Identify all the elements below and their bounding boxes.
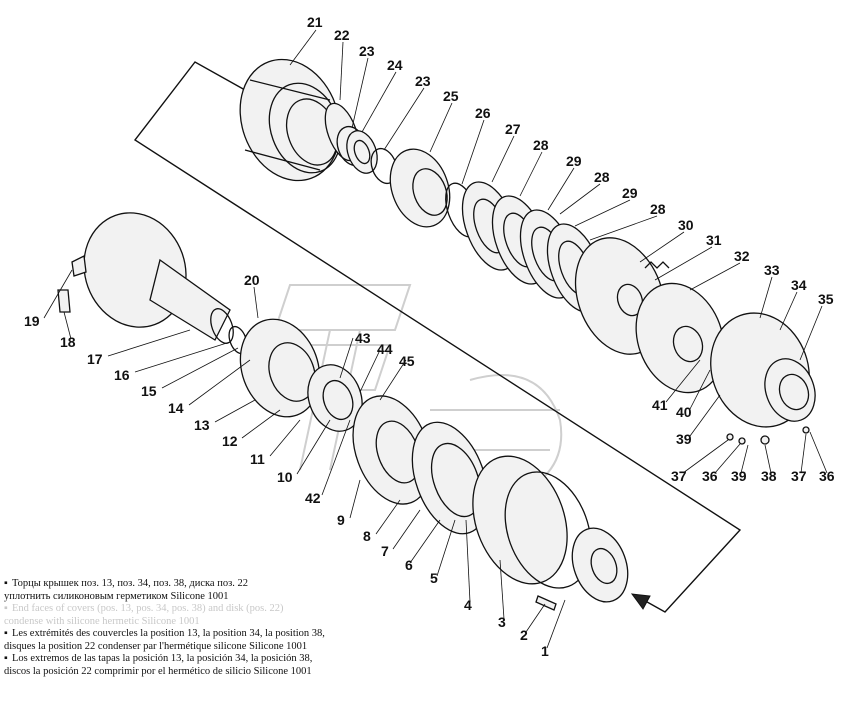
callout-28-b: 28 [594, 169, 610, 185]
callout-19: 19 [24, 313, 40, 329]
part-17-flange-shaft [83, 212, 234, 344]
callout-14: 14 [168, 400, 184, 416]
callout-36-b: 36 [819, 468, 835, 484]
part-6-ring-gear [411, 421, 489, 535]
callout-28-c: 28 [650, 201, 666, 217]
bullet-icon: ▪ [4, 653, 8, 664]
callout-29-b: 29 [622, 185, 638, 201]
note-russian: ▪ Торцы крышек поз. 13, поз. 34, поз. 38,… [4, 578, 424, 603]
callout-6: 6 [405, 557, 413, 573]
callout-29: 29 [566, 153, 582, 169]
part-25-hub [389, 148, 451, 228]
note-line: disques la position 22 condenser par l'h… [4, 640, 308, 652]
callout-22: 22 [334, 27, 350, 43]
callout-18: 18 [60, 334, 76, 350]
callout-26: 26 [475, 105, 491, 121]
callout-8: 8 [363, 528, 371, 544]
callout-40: 40 [676, 404, 692, 420]
part-24-lock-washer [346, 130, 378, 174]
callout-45: 45 [399, 353, 415, 369]
callout-24: 24 [387, 57, 403, 73]
part-10-bearing [307, 364, 363, 432]
callout-23: 23 [359, 43, 375, 59]
callout-4: 4 [464, 597, 472, 613]
callout-20: 20 [244, 272, 260, 288]
part-2-pin [535, 595, 557, 611]
callout-labels: 21 22 23 24 23 25 26 27 28 29 28 29 28 3… [24, 14, 835, 659]
callout-7: 7 [381, 543, 389, 559]
callout-44: 44 [377, 341, 393, 357]
part-1-bearing [571, 527, 629, 603]
bullet-icon: ▪ [4, 578, 8, 589]
callout-3: 3 [498, 614, 506, 630]
callout-17: 17 [87, 351, 103, 367]
callout-28: 28 [533, 137, 549, 153]
callout-35: 35 [818, 291, 834, 307]
callout-42: 42 [305, 490, 321, 506]
callout-25: 25 [443, 88, 459, 104]
leader-lines [43, 29, 828, 649]
callout-39: 39 [676, 431, 692, 447]
callout-10: 10 [277, 469, 293, 485]
callout-31: 31 [706, 232, 722, 248]
callout-21: 21 [307, 14, 323, 30]
callout-16: 16 [114, 367, 130, 383]
note-line: condense with silicone hermetic Silicone… [4, 615, 200, 627]
note-french: ▪ Les extrémités des couvercles la positi… [4, 628, 424, 653]
callout-36: 36 [702, 468, 718, 484]
assembly-flow-arrow [133, 61, 742, 613]
callout-38: 38 [761, 468, 777, 484]
bullet-icon: ▪ [4, 603, 8, 614]
note-line: Торцы крышек поз. 13, поз. 34, поз. 38, … [12, 578, 248, 589]
callout-41: 41 [652, 397, 668, 413]
callout-43: 43 [355, 330, 371, 346]
part-35-cap [764, 358, 816, 422]
note-spanish: ▪ Los extremos de las tapas la posición 1… [4, 653, 424, 678]
sealing-notes: ▪ Торцы крышек поз. 13, поз. 34, поз. 38,… [4, 578, 424, 678]
callout-34: 34 [791, 277, 807, 293]
callout-11: 11 [250, 451, 265, 467]
callout-39-b: 39 [731, 468, 747, 484]
callout-9: 9 [337, 512, 345, 528]
callout-27: 27 [505, 121, 521, 137]
callout-1: 1 [541, 643, 549, 659]
callout-30: 30 [678, 217, 694, 233]
callout-23-b: 23 [415, 73, 431, 89]
bullet-icon: ▪ [4, 628, 8, 639]
callout-13: 13 [194, 417, 210, 433]
callout-37-b: 37 [791, 468, 807, 484]
callout-33: 33 [764, 262, 780, 278]
callout-15: 15 [141, 383, 157, 399]
note-line: discos la posición 22 comprimir por el h… [4, 665, 312, 677]
part-13-cover [239, 318, 321, 418]
callout-2: 2 [520, 627, 528, 643]
callout-37: 37 [671, 468, 687, 484]
note-line: Les extrémités des couvercles la positio… [12, 628, 325, 639]
note-line: End faces of covers (pos. 13, pos. 34, p… [12, 603, 284, 614]
part-18-stud [57, 289, 71, 313]
callout-12: 12 [222, 433, 238, 449]
part-32-cover-disk [635, 282, 725, 394]
part-3-drum [472, 455, 592, 589]
note-english: ▪ End faces of covers (pos. 13, pos. 34, … [4, 603, 424, 628]
callout-32: 32 [734, 248, 750, 264]
note-line: уплотнить силиконовым герметиком Silicon… [4, 590, 229, 602]
part-36-39-fasteners [726, 426, 810, 445]
note-line: Los extremos de las tapas la posición 13… [12, 653, 313, 664]
part-19-bolt [71, 255, 87, 277]
callout-5: 5 [430, 570, 438, 586]
